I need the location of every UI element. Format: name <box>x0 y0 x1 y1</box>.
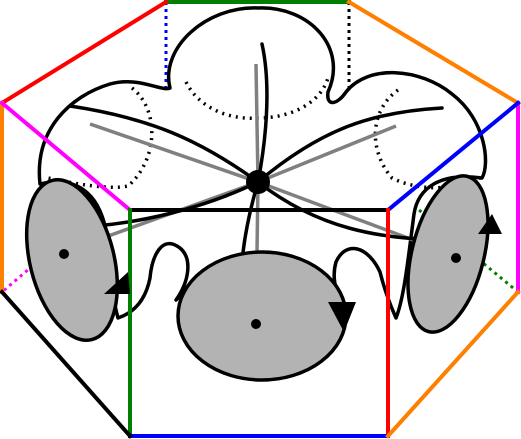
edge-lower-right-orange <box>385 289 521 439</box>
arrow-front-icon <box>328 302 356 332</box>
disk-left <box>24 178 120 342</box>
arrow-left-icon <box>104 272 130 294</box>
hidden-curve-left <box>47 86 154 190</box>
ray-upper-right <box>257 124 397 184</box>
arrow-right-icon <box>478 214 502 234</box>
curve-upper-right <box>256 106 444 184</box>
edge-lower-left-black <box>0 289 133 439</box>
disk-front <box>176 250 348 382</box>
disk-right <box>406 174 490 334</box>
edge-upper-left-magenta <box>0 100 133 213</box>
disk-right-center-dot <box>451 253 461 263</box>
edge-top-right-orange <box>346 0 521 106</box>
curve-top <box>256 42 269 184</box>
disk-centers <box>59 249 461 329</box>
center-vertex <box>246 170 270 194</box>
boundary-disks <box>24 174 490 382</box>
disk-front-center-dot <box>251 319 261 329</box>
center-curves <box>68 42 444 324</box>
ray-top <box>254 63 260 183</box>
ray-upper-left <box>89 122 259 184</box>
edge-top-left-red <box>0 0 169 106</box>
edge-upper-right-blue <box>385 100 521 213</box>
curve-upper-left <box>68 104 260 184</box>
orientation-arrows <box>104 214 502 332</box>
curve-left <box>94 180 260 228</box>
disk-left-center-dot <box>59 249 69 259</box>
